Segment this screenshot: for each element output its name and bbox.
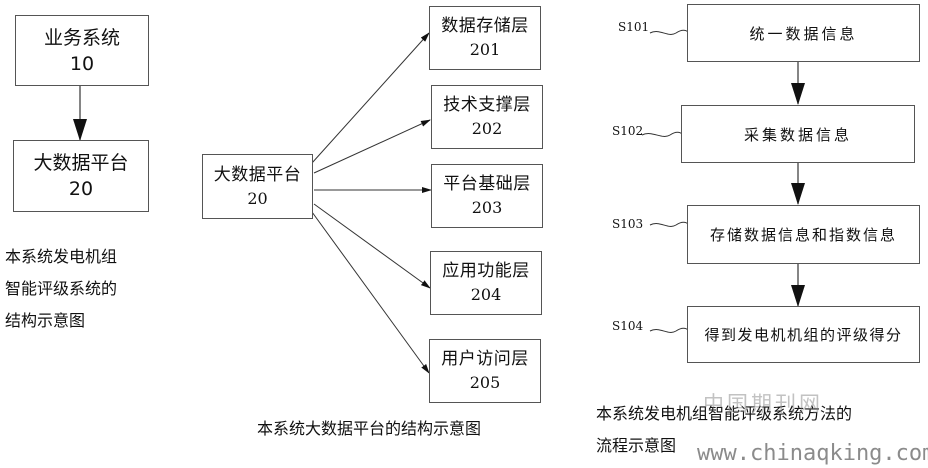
layer-box-204: 应用功能层 204 [430, 251, 542, 315]
layer-title: 技术支撑层 [443, 95, 531, 115]
layer-title: 平台基础层 [443, 174, 531, 194]
step-id-s103: S103 [612, 217, 644, 231]
left-caption: 本系统发电机组 智能评级系统的 结构示意图 [5, 241, 117, 337]
flow-step-s101: 统一数据信息 [687, 4, 920, 62]
business-system-box: 业务系统 10 [15, 15, 149, 86]
layer-title: 数据存储层 [441, 16, 529, 36]
layer-box-202: 技术支撑层 202 [431, 85, 543, 149]
layer-box-201: 数据存储层 201 [429, 6, 541, 70]
business-system-number: 10 [69, 52, 95, 75]
left-caption-line: 智能评级系统的 [5, 279, 118, 298]
arrow-to-layer-201 [311, 32, 430, 164]
big-data-platform-box: 大数据平台 20 [13, 140, 149, 212]
right-caption-line: 流程示意图 [596, 436, 677, 455]
layer-number: 202 [471, 119, 503, 138]
arrow-to-layer-205 [311, 211, 430, 374]
left-caption-line: 本系统发电机组 [5, 247, 118, 266]
layer-box-203: 平台基础层 203 [431, 164, 543, 228]
step-leader-s101 [649, 29, 689, 35]
left-caption-line: 结构示意图 [5, 311, 86, 330]
right-caption: 本系统发电机组智能评级系统方法的 流程示意图 [596, 398, 852, 462]
flow-step-label: 存储数据信息和指数信息 [709, 226, 897, 244]
flow-step-s103: 存储数据信息和指数信息 [687, 205, 920, 264]
middle-caption: 本系统大数据平台的结构示意图 [257, 419, 482, 438]
layer-title: 应用功能层 [442, 261, 530, 281]
layer-title: 用户访问层 [441, 349, 529, 369]
flow-step-s104: 得到发电机机组的评级得分 [687, 306, 920, 363]
step-id-s102: S102 [612, 124, 644, 138]
watermark-logo: 中国期刊网 [703, 392, 823, 416]
right-caption-line: 本系统发电机组智能评级系统方法的 [596, 404, 853, 423]
layer-number: 203 [471, 198, 503, 217]
step-id-s104: S104 [612, 319, 644, 333]
watermark-url: www.chinaqking.com [697, 441, 928, 466]
platform-source-title: 大数据平台 [213, 164, 302, 185]
layer-number: 204 [470, 285, 502, 304]
step-id-s101: S101 [618, 20, 650, 34]
step-leader-s102 [641, 131, 683, 137]
step-leader-s103 [649, 221, 689, 227]
flow-step-label: 统一数据信息 [749, 24, 858, 43]
layer-number: 201 [469, 40, 501, 59]
arrow-to-layer-202 [313, 119, 431, 174]
step-leader-s104 [649, 327, 689, 333]
layer-number: 205 [469, 373, 501, 392]
platform-source-box: 大数据平台 20 [202, 154, 313, 219]
business-system-title: 业务系统 [43, 26, 120, 49]
arrow-to-layer-204 [313, 203, 431, 289]
layer-box-205: 用户访问层 205 [429, 339, 541, 403]
big-data-platform-title: 大数据平台 [33, 152, 129, 174]
big-data-platform-number: 20 [68, 178, 94, 200]
flow-step-s102: 采集数据信息 [681, 105, 915, 163]
platform-source-number: 20 [247, 188, 268, 208]
flow-step-label: 采集数据信息 [743, 125, 852, 144]
flow-step-label: 得到发电机机组的评级得分 [704, 326, 903, 344]
